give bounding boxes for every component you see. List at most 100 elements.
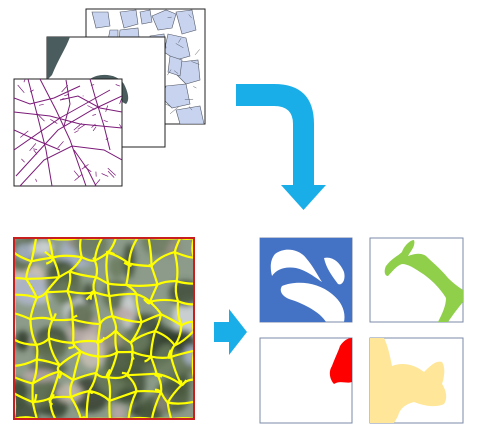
road-segment	[101, 173, 109, 177]
road-segment	[29, 143, 37, 152]
segment-edge	[47, 238, 54, 258]
segment-edge	[35, 344, 39, 360]
segment-edge	[95, 356, 100, 374]
aerial-patch	[153, 343, 187, 381]
segment-edge	[31, 359, 38, 385]
road-line	[89, 79, 111, 151]
building-class-mask	[329, 338, 352, 384]
segment-edge	[170, 349, 194, 358]
segment-edge	[112, 315, 142, 324]
segment-edge	[71, 314, 78, 320]
segment-edge	[88, 372, 98, 392]
segment-edge	[32, 370, 60, 385]
segment-edge	[99, 315, 113, 325]
segment-edge	[69, 379, 75, 398]
segment-edge	[14, 376, 33, 385]
parcel-polygon	[167, 55, 183, 77]
segment-edge	[49, 393, 55, 401]
segment-edge	[127, 238, 139, 264]
road-line	[14, 129, 61, 151]
segment-edge	[147, 263, 153, 268]
segment-edge	[154, 330, 176, 347]
bent-arrow-shaft	[236, 84, 314, 185]
segment-edge	[157, 280, 177, 286]
segment-edge	[174, 280, 180, 302]
segment-edge	[47, 319, 54, 339]
segment-edge	[180, 379, 188, 387]
aerial-patch	[82, 283, 95, 307]
segment-edge	[14, 276, 27, 280]
segment-edge	[160, 313, 182, 327]
segment-edge	[26, 276, 60, 280]
road-line	[14, 85, 81, 105]
segment-edge	[149, 330, 157, 357]
segment-edge	[105, 250, 115, 256]
segment-edge	[95, 276, 109, 285]
segment-edge	[126, 374, 138, 392]
segment-edge	[48, 337, 74, 344]
road-segment	[23, 79, 26, 83]
aerial-patch	[22, 369, 56, 382]
road-segment	[107, 170, 115, 178]
segmented-aerial-image	[13, 237, 195, 420]
road-segment	[105, 137, 109, 141]
segment-edge	[106, 351, 119, 378]
segment-edge	[166, 402, 173, 419]
road-segment	[74, 130, 79, 134]
road-line	[14, 111, 122, 129]
segment-edge	[111, 315, 118, 331]
segment-edge	[107, 374, 128, 380]
road-line	[73, 149, 97, 186]
segment-edge	[59, 350, 82, 367]
road-segment	[94, 179, 101, 186]
segment-edge	[131, 351, 135, 361]
right-arrow	[214, 309, 247, 355]
segment-edge	[166, 384, 183, 404]
segment-edge	[109, 390, 137, 402]
segment-edge	[135, 294, 143, 323]
segment-edge	[105, 252, 110, 284]
road-segment	[36, 112, 45, 122]
segment-edge	[107, 282, 127, 287]
segment-edge	[177, 300, 194, 306]
segment-edge	[150, 391, 162, 419]
road-segment	[73, 170, 80, 177]
road-segment	[57, 141, 64, 149]
segment-edge	[93, 260, 99, 278]
segment-edge	[129, 342, 134, 352]
road-segment	[90, 84, 95, 86]
segment-edge	[154, 313, 163, 332]
water-class-tile	[259, 237, 353, 323]
segment-edge	[108, 296, 114, 317]
road-segment	[107, 167, 116, 176]
aerial-patch	[109, 256, 125, 278]
segment-edge	[136, 389, 162, 394]
road-segment	[119, 124, 122, 129]
segment-edge	[81, 256, 95, 262]
segment-edge	[29, 319, 38, 346]
segment-edge	[44, 292, 54, 321]
segment-edge	[169, 344, 176, 357]
road-segment	[20, 130, 29, 138]
road-segment	[92, 126, 97, 132]
building-class-tile	[259, 337, 353, 424]
segment-edge	[25, 260, 33, 279]
segment-edge	[121, 371, 130, 377]
road-segment	[32, 148, 38, 150]
road-segment	[92, 113, 97, 116]
segment-edge	[14, 392, 34, 404]
segment-edge	[58, 370, 63, 379]
segment-edge	[68, 270, 97, 279]
segment-edge	[30, 238, 38, 262]
bent-arrow	[236, 84, 326, 210]
soil-class-mask	[370, 338, 447, 423]
output-class-masks	[259, 237, 464, 424]
aerial-patch	[15, 330, 30, 352]
parcel-boundary-line	[188, 14, 192, 19]
parcel-boundary-line	[191, 61, 200, 65]
segment-edge	[154, 388, 162, 394]
segment-edge	[154, 372, 163, 378]
segment-edge	[174, 251, 194, 259]
segment-edge	[167, 400, 194, 405]
segment-edge	[31, 401, 38, 419]
